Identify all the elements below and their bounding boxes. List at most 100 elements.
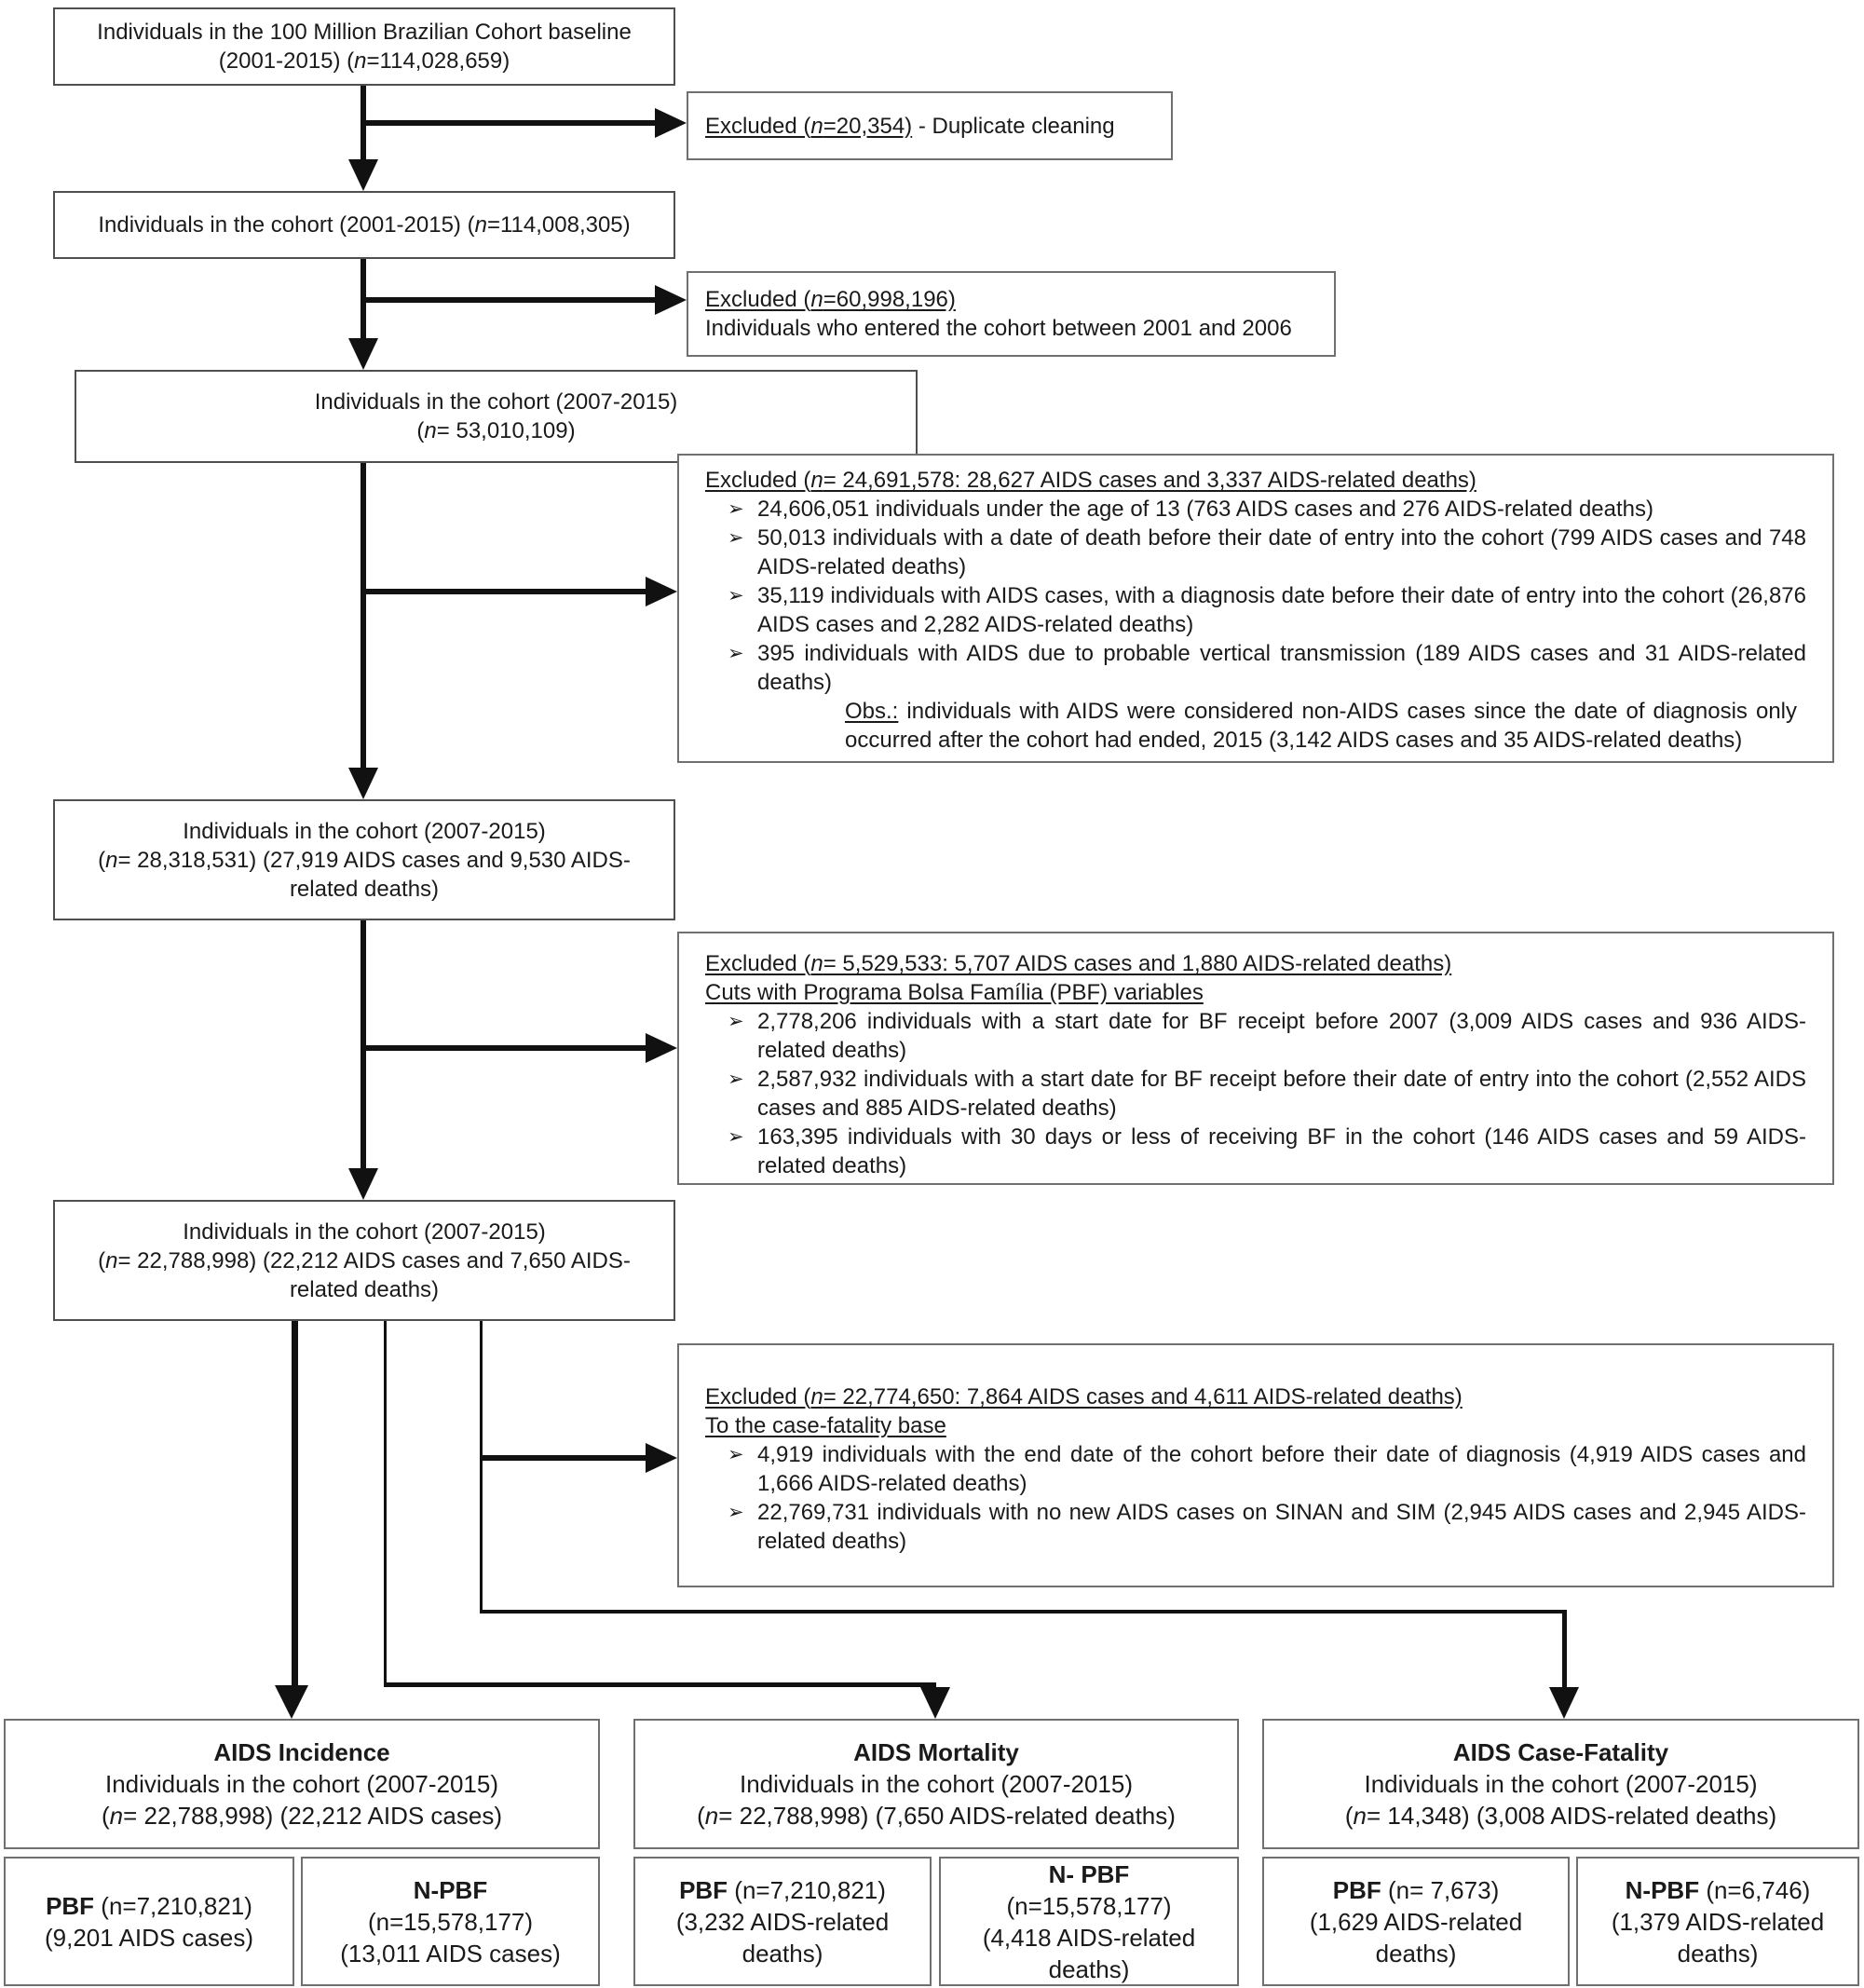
incidence-pbf-stat: (9,201 AIDS cases): [45, 1923, 253, 1952]
arrow-down-icon: [1549, 1687, 1579, 1719]
case-fatality-npbf-box: N-PBF (n=6,746) (1,379 AIDS-related deat…: [1576, 1857, 1859, 1986]
connector-line: [363, 1045, 646, 1051]
case-fatality-pbf-box: PBF (n= 7,673) (1,629 AIDS-related death…: [1262, 1857, 1570, 1986]
incidence-npbf-box: N-PBF (n=15,578,177) (13,011 AIDS cases): [301, 1857, 600, 1986]
mortality-npbf-box: N- PBF (n=15,578,177) (4,418 AIDS-relate…: [939, 1857, 1239, 1986]
excluded2-line2: Individuals who entered the cohort betwe…: [705, 316, 1292, 341]
aids-mortality-title: AIDS Mortality: [853, 1738, 1019, 1766]
connector-line: [1562, 1610, 1567, 1689]
pbf-label: PBF: [679, 1875, 728, 1904]
pbf-n: (n=7,210,821): [728, 1875, 886, 1904]
mortality-pbf-box: PBF (n=7,210,821) (3,232 AIDS-related de…: [633, 1857, 932, 1986]
box-cohort-after-age-exclusions: Individuals in the cohort (2007-2015) (n…: [53, 799, 675, 920]
excluded-pbf-cuts-box: Excluded (n= 5,529,533: 5,707 AIDS cases…: [677, 932, 1834, 1185]
box-cohort-2007-2015-line1: Individuals in the cohort (2007-2015): [314, 389, 678, 415]
mortality-pbf-line1: PBF (n=7,210,821): [646, 1874, 918, 1906]
incidence-npbf-stat: (13,011 AIDS cases): [340, 1939, 561, 1968]
excluded-duplicates-text: Excluded (n=20,354) - Duplicate cleaning: [705, 112, 1115, 141]
arrow-right-icon: [646, 1443, 677, 1473]
arrow-down-icon: [348, 768, 378, 799]
excluded4-header: Excluded (n= 5,529,533: 5,707 AIDS cases…: [705, 951, 1452, 976]
excluded3-bullet-3: ➢35,119 individuals with AIDS cases, wit…: [705, 581, 1808, 639]
excluded3-note: Obs.: individuals with AIDS were conside…: [705, 697, 1808, 755]
pbf-label: PBF: [46, 1891, 95, 1920]
pbf-n: (n=7,210,821): [94, 1891, 252, 1920]
excluded2-underline: Excluded (n=60,998,196): [705, 287, 956, 312]
aids-case-fatality-title: AIDS Case-Fatality: [1452, 1738, 1669, 1766]
connector-line: [482, 1455, 646, 1461]
excluded4-bullet-3: ➢163,395 individuals with 30 days or les…: [705, 1123, 1808, 1180]
aids-mortality-box: AIDS Mortality Individuals in the cohort…: [633, 1719, 1239, 1849]
excluded5-subheader: To the case-fatality base: [705, 1413, 946, 1438]
box5-line1: Individuals in the cohort (2007-2015): [183, 1219, 546, 1245]
aids-incidence-line1: Individuals in the cohort (2007-2015): [104, 1770, 499, 1798]
excluded3-note-text: individuals with AIDS were considered no…: [845, 699, 1797, 753]
bullet-arrow-icon: ➢: [728, 1444, 744, 1465]
mortality-npbf-n: (n=15,578,177): [1006, 1891, 1172, 1920]
bullet-arrow-icon: ➢: [728, 585, 744, 606]
box-cohort-2001-2015-line: Individuals in the cohort (2001-2015) (n…: [98, 212, 631, 238]
excluded4-bullet-1: ➢2,778,206 individuals with a start date…: [705, 1007, 1808, 1065]
incidence-npbf-n: (n=15,578,177): [367, 1907, 534, 1936]
excluded5-header: Excluded (n= 22,774,650: 7,864 AIDS case…: [705, 1384, 1463, 1409]
excluded-pre-cohort-box: Excluded (n= 24,691,578: 28,627 AIDS cas…: [677, 454, 1834, 763]
excluded4-subheader: Cuts with Programa Bolsa Família (PBF) v…: [705, 980, 1204, 1005]
box-cohort-2001-2015: Individuals in the cohort (2001-2015) (n…: [53, 191, 675, 259]
aids-mortality-line1: Individuals in the cohort (2007-2015): [739, 1770, 1134, 1798]
aids-incidence-title: AIDS Incidence: [213, 1738, 390, 1766]
box4-rest: (n= 28,318,531) (27,919 AIDS cases and 9…: [98, 847, 631, 902]
incidence-npbf-line1: N-PBF: [314, 1874, 587, 1906]
arrow-down-icon: [348, 1168, 378, 1200]
connector-line: [292, 1321, 298, 1685]
excluded3-bullet-4: ➢395 individuals with AIDS due to probab…: [705, 639, 1808, 697]
bullet-arrow-icon: ➢: [728, 643, 744, 664]
arrow-down-icon: [348, 159, 378, 191]
box5-rest: (n= 22,788,998) (22,212 AIDS cases and 7…: [98, 1247, 631, 1302]
npbf-n: (n=6,746): [1699, 1875, 1811, 1904]
bullet-arrow-icon: ➢: [728, 1502, 744, 1523]
aids-case-fatality-line1: Individuals in the cohort (2007-2015): [1364, 1770, 1758, 1798]
excluded-duplicates-rest: - Duplicate cleaning: [912, 113, 1115, 139]
arrow-right-icon: [655, 285, 687, 315]
excluded3-note-label: Obs.:: [845, 699, 899, 724]
excluded3-bullet-2: ➢50,013 individuals with a date of death…: [705, 524, 1808, 581]
mortality-npbf-line1: N- PBF: [952, 1859, 1226, 1890]
pbf-label: PBF: [1332, 1875, 1381, 1904]
mortality-pbf-stat: (3,232 AIDS-related deaths): [675, 1907, 890, 1968]
box-cohort-baseline-line1: Individuals in the 100 Million Brazilian…: [97, 20, 632, 45]
connector-line: [384, 1682, 936, 1687]
case-fatality-pbf-stat: (1,629 AIDS-related deaths): [1309, 1907, 1523, 1968]
arrow-right-icon: [646, 577, 677, 606]
excluded5-bullet-1: ➢4,919 individuals with the end date of …: [705, 1440, 1808, 1498]
bullet-arrow-icon: ➢: [728, 1069, 744, 1090]
excluded5-bullet-2: ➢22,769,731 individuals with no new AIDS…: [705, 1498, 1808, 1556]
excluded-duplicates-underline: Excluded (n=20,354): [705, 113, 913, 139]
npbf-label: N- PBF: [1048, 1859, 1130, 1888]
connector-line: [480, 1321, 483, 1613]
arrow-right-icon: [646, 1033, 677, 1063]
box-cohort-baseline: Individuals in the 100 Million Brazilian…: [53, 7, 675, 86]
excluded3-header: Excluded (n= 24,691,578: 28,627 AIDS cas…: [705, 468, 1476, 493]
connector-line: [361, 463, 366, 768]
excluded-duplicates-box: Excluded (n=20,354) - Duplicate cleaning: [687, 91, 1173, 160]
connector-line: [480, 1610, 1567, 1614]
case-fatality-pbf-line1: PBF (n= 7,673): [1275, 1874, 1557, 1906]
bullet-arrow-icon: ➢: [728, 1126, 744, 1148]
excluded3-bullet-1: ➢24,606,051 individuals under the age of…: [705, 495, 1808, 524]
connector-line: [361, 920, 366, 1168]
bullet-arrow-icon: ➢: [728, 498, 744, 520]
bullet-arrow-icon: ➢: [728, 527, 744, 549]
aids-incidence-box: AIDS Incidence Individuals in the cohort…: [4, 1719, 600, 1849]
connector-line: [363, 120, 655, 126]
box4-line1: Individuals in the cohort (2007-2015): [183, 818, 546, 844]
excluded2-header: Excluded (n=60,998,196): [705, 285, 1317, 314]
box-cohort-2007-2015: Individuals in the cohort (2007-2015) (n…: [75, 370, 918, 463]
connector-line: [363, 589, 646, 594]
case-fatality-npbf-stat: (1,379 AIDS-related deaths): [1611, 1907, 1825, 1968]
case-fatality-npbf-line1: N-PBF (n=6,746): [1589, 1874, 1846, 1906]
incidence-pbf-line1: PBF (n=7,210,821): [17, 1890, 281, 1922]
arrow-right-icon: [655, 108, 687, 138]
pbf-n: (n= 7,673): [1381, 1875, 1500, 1904]
excluded-entered-2001-2006-box: Excluded (n=60,998,196) Individuals who …: [687, 271, 1336, 357]
